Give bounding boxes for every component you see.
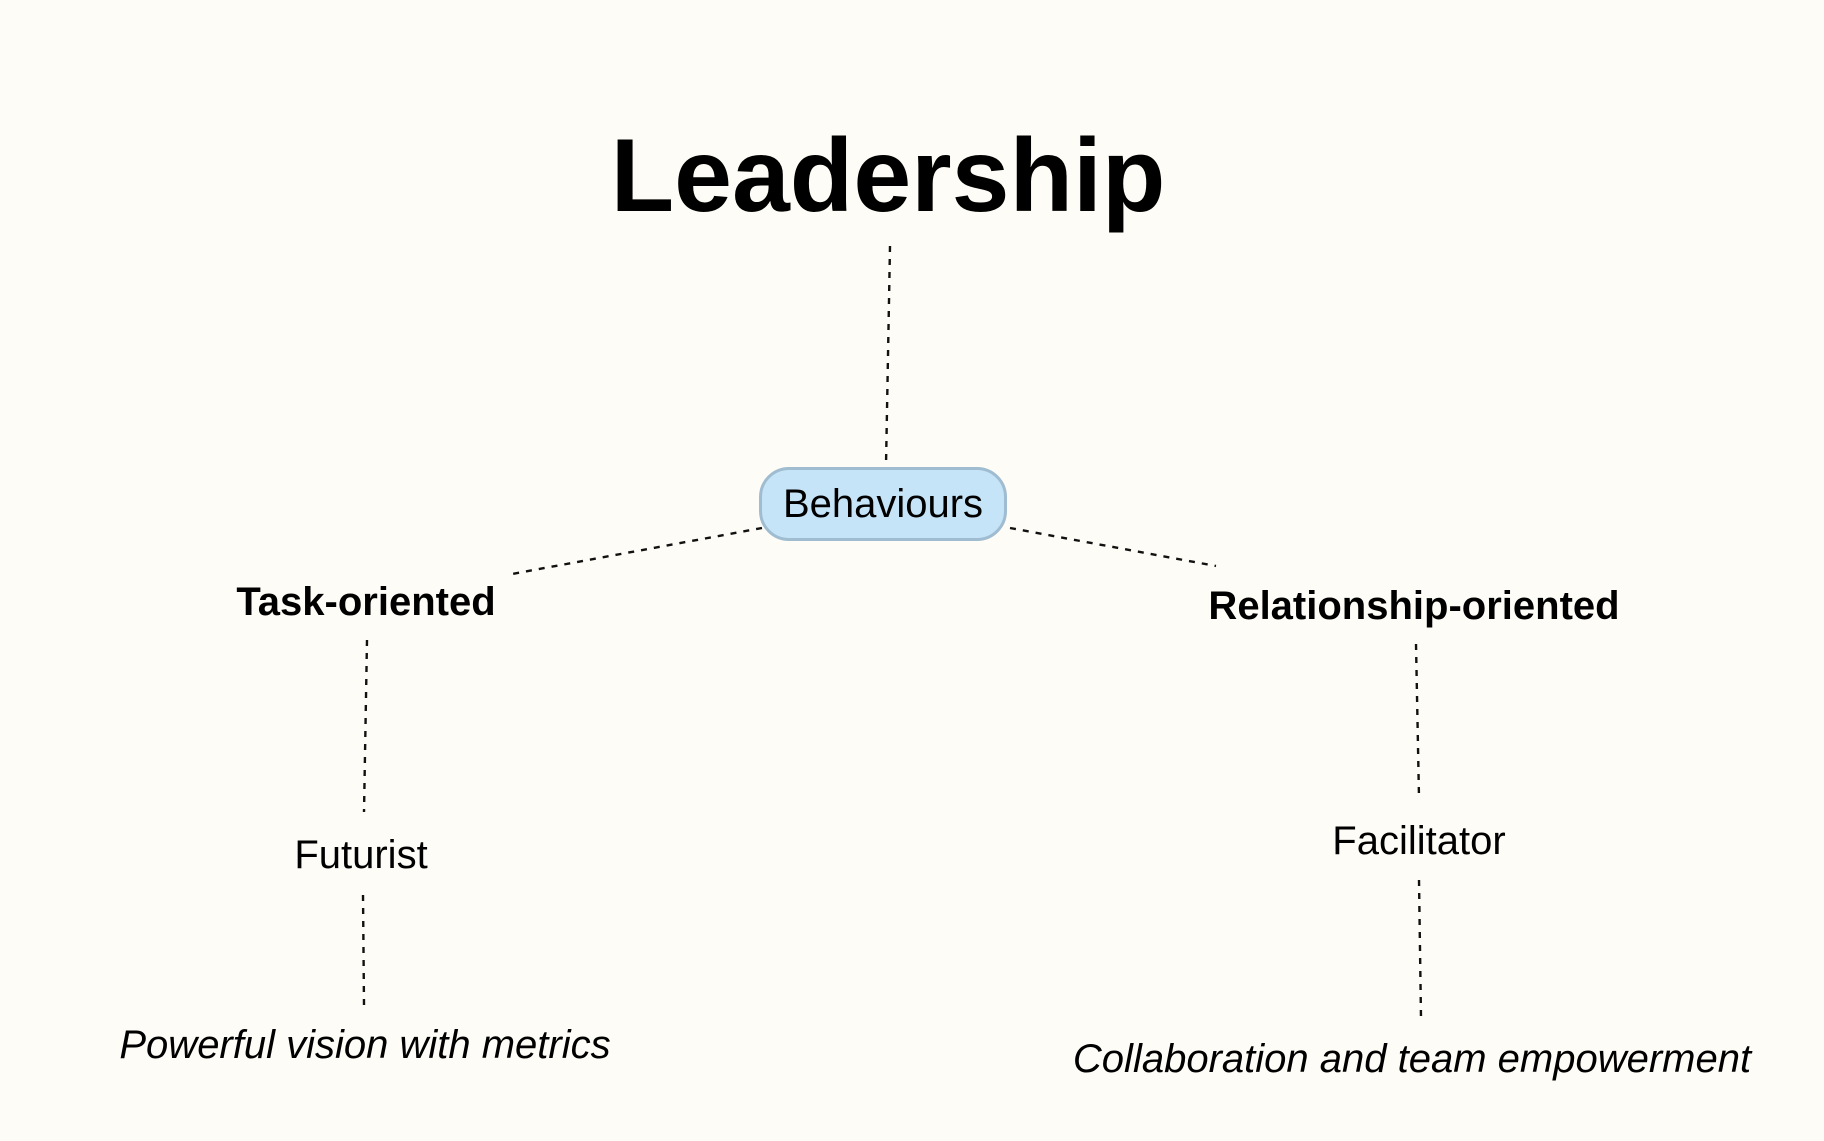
description-relationship-oriented: Collaboration and team empowerment	[1072, 1037, 1752, 1081]
branch-node-task-oriented: Task-oriented	[236, 580, 496, 624]
connector-root-hub	[884, 245, 892, 466]
root-node-title: Leadership	[610, 118, 1166, 234]
connector-task-futurist	[362, 639, 369, 813]
connector-futurist-desc	[361, 894, 366, 1006]
connector-relationship-facilitator	[1414, 643, 1421, 799]
description-task-oriented: Powerful vision with metrics	[119, 1023, 611, 1067]
style-node-futurist: Futurist	[294, 833, 428, 877]
hub-node-behaviours: Behaviours	[759, 467, 1007, 541]
hub-node-label: Behaviours	[782, 482, 984, 526]
connector-hub-relationship	[1009, 526, 1217, 568]
connector-facilitator-desc	[1417, 879, 1423, 1019]
style-node-facilitator: Facilitator	[1332, 819, 1506, 863]
connector-hub-task	[511, 526, 763, 576]
branch-node-relationship-oriented: Relationship-oriented	[1208, 584, 1620, 628]
